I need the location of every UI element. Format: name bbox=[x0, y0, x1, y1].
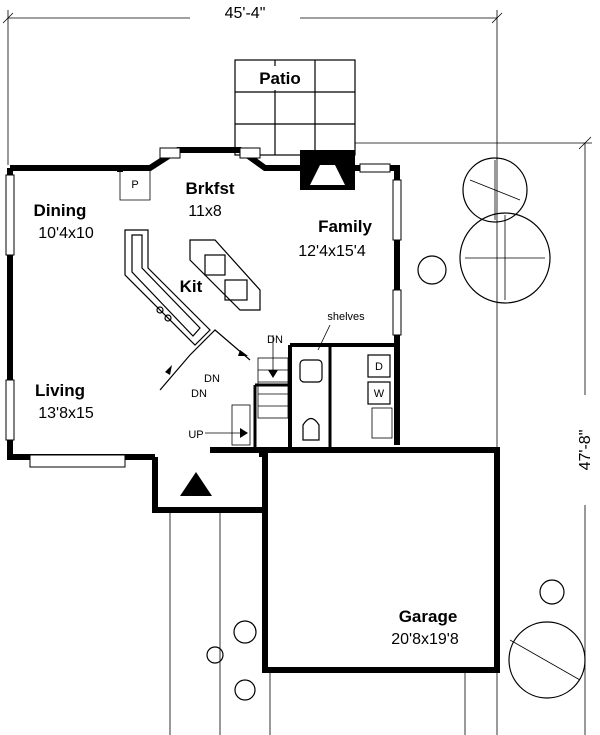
shelves-leader bbox=[317, 324, 331, 351]
brkfst-label: Brkfst bbox=[185, 179, 234, 198]
brkfst-size: 11x8 bbox=[188, 203, 222, 220]
width-dimension: 45'-4" bbox=[2, 4, 503, 735]
windows bbox=[5, 147, 402, 468]
dryer-label: D bbox=[375, 361, 383, 373]
overall-width-label: 45'-4" bbox=[225, 5, 266, 22]
fireplace bbox=[300, 150, 355, 190]
pantry-label: P bbox=[131, 179, 138, 191]
pantry: P bbox=[131, 179, 138, 191]
kitchen-counters bbox=[124, 229, 261, 346]
front-walk bbox=[169, 510, 466, 735]
shelves-label: shelves bbox=[327, 311, 365, 323]
dn-label-top: DN bbox=[267, 334, 283, 346]
kit-label: Kit bbox=[180, 277, 203, 296]
garage-size: 20'8x19'8 bbox=[391, 631, 459, 648]
family-label: Family bbox=[318, 217, 372, 236]
overall-depth-label: 47'-8" bbox=[577, 430, 594, 471]
family-size: 12'4x15'4 bbox=[298, 243, 366, 260]
stairs bbox=[159, 329, 289, 446]
living-label: Living bbox=[35, 381, 85, 400]
powder-room bbox=[299, 359, 323, 441]
patio-label: Patio bbox=[259, 69, 301, 88]
living-size: 13'8x15 bbox=[38, 405, 94, 422]
dn-label-mid: DN bbox=[204, 373, 220, 385]
dining-label: Dining bbox=[34, 201, 87, 220]
dn-label-low: DN bbox=[191, 388, 207, 400]
entry-arrow-icon bbox=[180, 472, 212, 496]
patio-grid bbox=[234, 59, 356, 156]
up-label: UP bbox=[188, 429, 203, 441]
washer-label: W bbox=[374, 388, 385, 400]
trees bbox=[206, 157, 586, 701]
dining-size: 10'4x10 bbox=[38, 225, 94, 242]
laundry: D W bbox=[367, 354, 393, 439]
garage-label: Garage bbox=[399, 607, 458, 626]
depth-dimension: 47'-8" bbox=[355, 136, 596, 735]
